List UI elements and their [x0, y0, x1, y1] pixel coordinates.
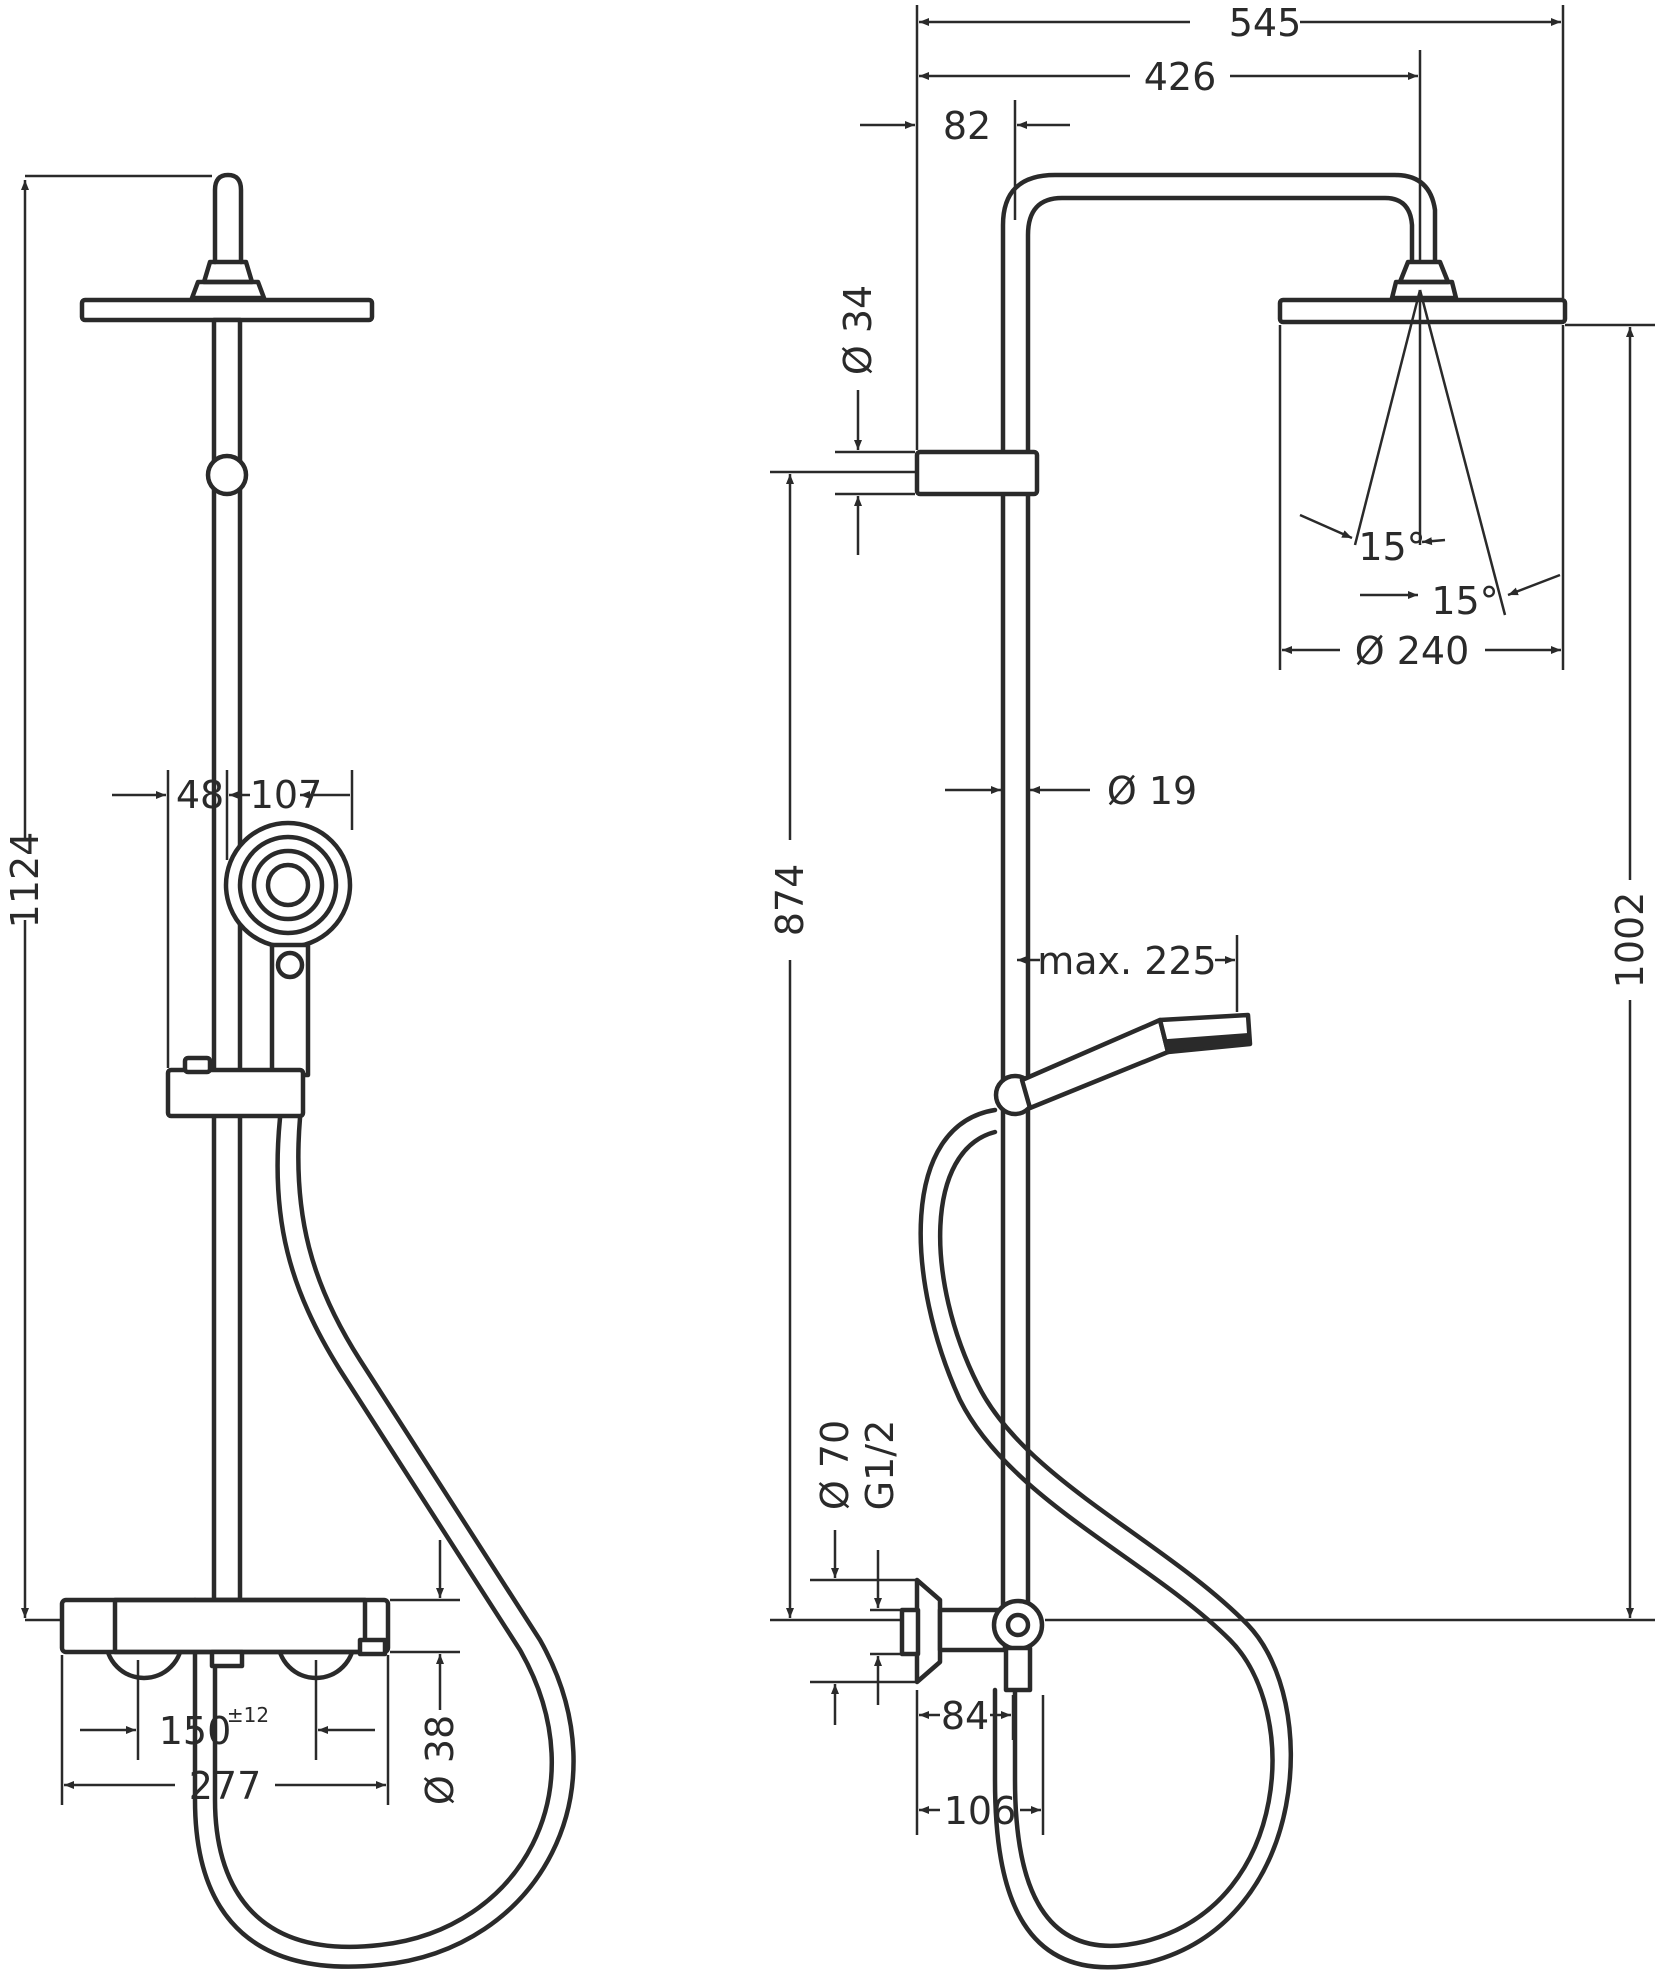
dim-spray-angle-right: 15°: [1431, 579, 1498, 623]
dim-arm-length: 426: [1144, 55, 1217, 99]
dim-height-to-holder: 874: [768, 864, 812, 937]
front-hose-inner: [192, 1115, 576, 1969]
dim-center-distance: 150: [159, 1709, 232, 1753]
dim-center-distance-tolerance: ±12: [227, 1703, 269, 1727]
dim-holder-diameter: Ø 34: [836, 285, 880, 375]
side-hose-outer: [918, 1107, 1275, 1948]
front-head-connector-base: [189, 279, 267, 301]
dim-height-total: 1124: [3, 832, 47, 929]
dim-pipe-diameter: Ø 19: [1107, 769, 1197, 813]
dim-depth-84: 84: [941, 1694, 989, 1738]
front-holder-clip: [182, 1055, 213, 1075]
side-hand-shower: [1019, 1012, 1253, 1111]
front-top-pipe: [212, 172, 244, 265]
side-riser-outer: [1000, 172, 1438, 1608]
dim-bar-offset: 48: [176, 773, 224, 817]
side-head-connector: [1397, 259, 1451, 285]
dim-spray-angle-left: 15°: [1358, 525, 1425, 569]
front-thermostat: [59, 1597, 391, 1681]
front-holder-bracket: [165, 1067, 306, 1119]
side-head-connector-base: [1389, 279, 1459, 301]
dim-total-depth: 545: [1229, 1, 1302, 45]
front-riser-pipe: [211, 317, 243, 1603]
side-wall-connection: [899, 1577, 1045, 1693]
dim-mixer-width: 277: [189, 1764, 262, 1808]
front-overhead-shower: [79, 297, 375, 323]
front-view: 1124 48 107 150 ±12 277 Ø 38: [3, 172, 576, 1969]
dim-connection-thread: G1/2: [858, 1420, 902, 1511]
dim-head-diameter: Ø 240: [1355, 629, 1470, 673]
dim-wall-offset: 82: [943, 104, 991, 148]
dim-depth-106: 106: [944, 1789, 1017, 1833]
front-glider-knob: [205, 453, 249, 497]
dim-hand-shower-width: 107: [250, 773, 323, 817]
side-view: 545 426 82 Ø 34 874 15° 15°: [768, 1, 1655, 1970]
dim-head-height: 1002: [1608, 892, 1652, 989]
side-hose-inner: [937, 1129, 1294, 1970]
dim-mixer-diameter: Ø 38: [418, 1715, 462, 1805]
dim-connection-diameter: Ø 70: [813, 1420, 857, 1510]
spray-line-right: [1418, 289, 1507, 616]
front-head-connector: [201, 259, 255, 285]
dim-hand-shower-reach: max. 225: [1037, 939, 1216, 983]
front-hose-outer: [212, 1115, 555, 1949]
front-hand-shower: [223, 820, 353, 1078]
spray-line-left: [1353, 289, 1422, 546]
side-wall-holder: [914, 449, 1040, 497]
side-riser-inner: [1025, 195, 1415, 1608]
